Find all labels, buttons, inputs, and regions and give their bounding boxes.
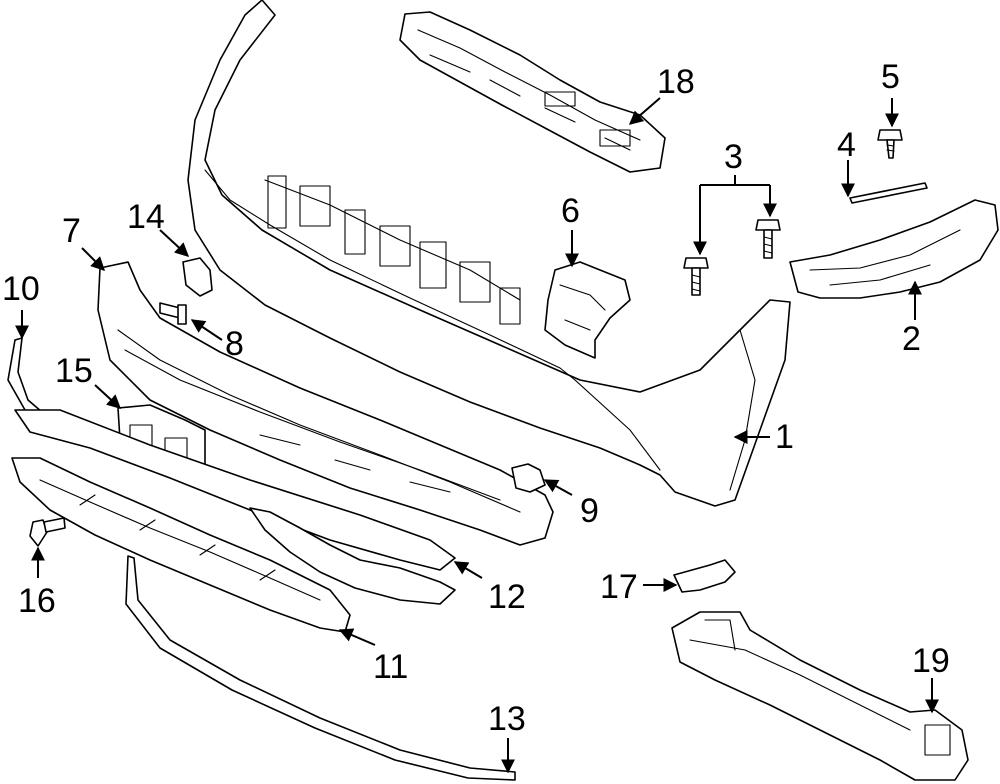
side-bracket-part-2	[789, 199, 999, 299]
sensor-clip-part-9	[511, 463, 546, 493]
leader-lines	[15, 97, 939, 774]
reinforcement-bar-part-19	[671, 611, 969, 781]
side-molding-part-10	[7, 337, 43, 421]
callout-4: 4	[837, 126, 856, 164]
bolt-part-3-left	[683, 257, 709, 296]
lower-molding-part-13	[125, 555, 516, 781]
lower-grille-trim-part-12	[249, 507, 456, 605]
clip-part-14	[182, 257, 213, 297]
callout-6: 6	[561, 192, 580, 230]
callout-8: 8	[225, 325, 244, 363]
callout-3: 3	[724, 138, 743, 176]
callout-7: 7	[62, 212, 81, 250]
bolt-part-3-right	[755, 219, 781, 259]
bracket-part-17	[673, 559, 736, 593]
bumper-cover-part-1	[187, 0, 791, 507]
strip-part-4	[849, 182, 928, 204]
bracket-part-6	[544, 261, 631, 359]
callout-5: 5	[881, 58, 900, 96]
energy-absorber-part-18	[399, 11, 666, 173]
upper-grille-part-7	[97, 261, 554, 546]
screw-part-5	[877, 129, 903, 159]
lower-lip-trim	[14, 409, 456, 571]
callout-1: 1	[775, 418, 794, 456]
callout-17: 17	[600, 568, 638, 606]
callout-16: 16	[18, 582, 56, 620]
callout-10: 10	[2, 270, 40, 308]
callout-9: 9	[580, 492, 599, 530]
callout-13: 13	[488, 700, 526, 738]
callout-2: 2	[902, 320, 921, 358]
callout-11: 11	[373, 648, 408, 686]
callout-15: 15	[55, 352, 93, 390]
push-pin-part-8	[159, 302, 187, 325]
callout-12: 12	[488, 578, 526, 616]
push-pin-part-16	[29, 517, 66, 547]
callout-19: 19	[912, 642, 950, 680]
callout-18: 18	[657, 63, 695, 101]
callout-14: 14	[127, 198, 165, 236]
